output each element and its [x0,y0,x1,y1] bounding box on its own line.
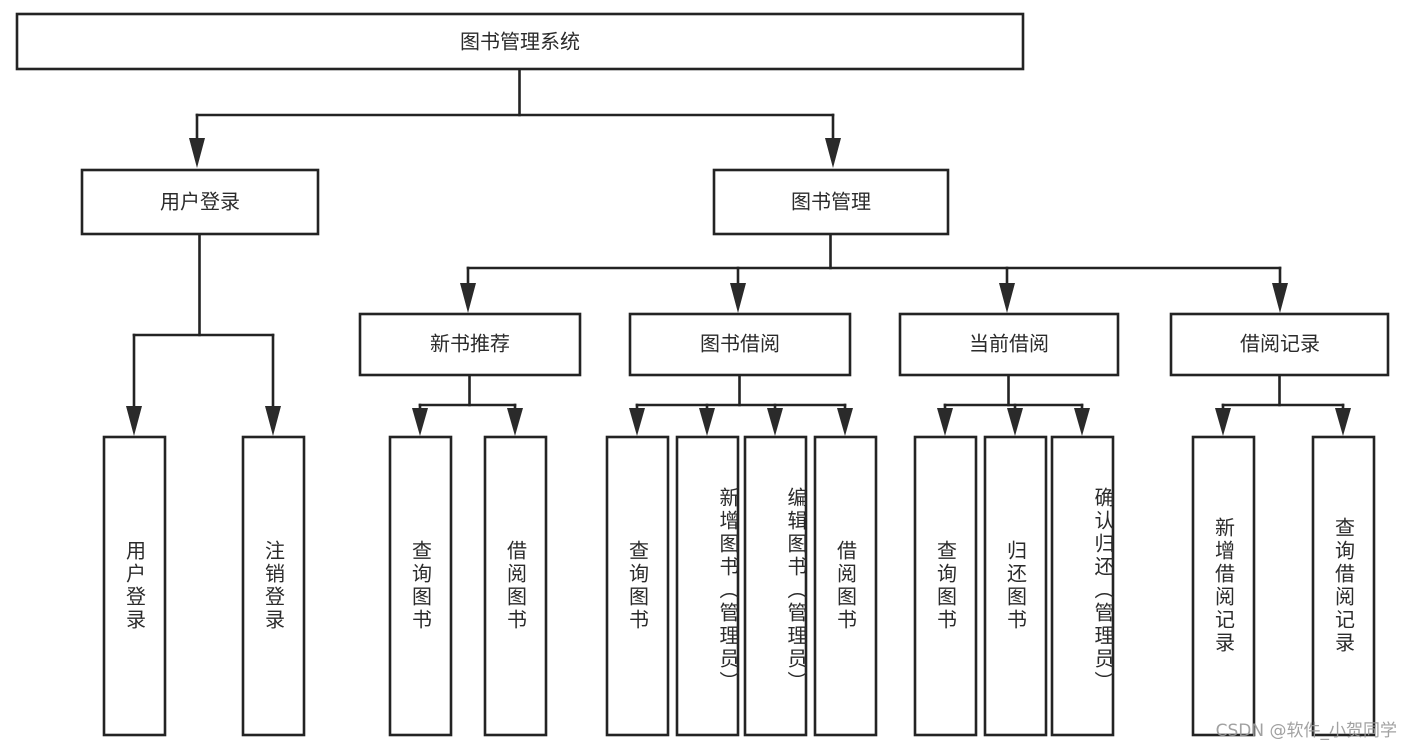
label-leaf-query-book-2: 查询图书 [625,540,650,632]
label-leaf-borrow-book-1: 借阅图书 [503,540,528,632]
arrow-head-leaf-user-login [126,406,142,436]
node-leaf-user-login[interactable] [102,435,167,737]
node-leaf-confirm-return[interactable] [1050,435,1115,737]
label-leaf-query-record: 查询借阅记录 [1331,517,1356,655]
node-leaf-query-book-3[interactable] [913,435,978,737]
arrow-head-user-login [189,138,205,168]
label-leaf-query-book-1: 查询图书 [408,540,433,632]
node-leaf-borrow-book-2[interactable] [813,435,878,737]
arrow-head-leaf-query-record [1335,408,1351,436]
label-new-book-recommend: 新书推荐 [430,332,510,356]
node-leaf-return-book[interactable] [983,435,1048,737]
arrow-head-leaf-query-book-2 [629,408,645,436]
arrow-head-book-manage [825,138,841,168]
node-new-book-recommend[interactable] [358,312,582,377]
arrow-head-leaf-query-book-1 [412,408,428,436]
node-leaf-add-book[interactable] [675,435,740,737]
node-root[interactable] [15,12,1025,71]
arrow-head-borrow-record [1272,283,1288,313]
node-leaf-add-record[interactable] [1191,435,1256,737]
arrow-head-leaf-return-book [1007,408,1023,436]
node-leaf-user-logout[interactable] [241,435,306,737]
label-leaf-user-logout: 注销登录 [261,540,286,632]
label-leaf-add-book: 新增图书（管理员） [716,486,740,694]
arrow-head-book-borrow [730,283,746,313]
label-user-login: 用户登录 [160,190,240,214]
arrow-head-leaf-user-logout [265,406,281,436]
label-leaf-confirm-return: 确认归还（管理员） [1091,486,1115,694]
node-box-group [15,12,1390,737]
label-leaf-borrow-book-2: 借阅图书 [833,540,858,632]
label-leaf-query-book-3: 查询图书 [933,540,958,632]
node-book-manage[interactable] [712,168,950,236]
label-book-borrow: 图书借阅 [700,332,780,356]
arrow-head-leaf-borrow-book-1 [507,408,523,436]
node-leaf-query-book-1[interactable] [388,435,453,737]
label-book-manage: 图书管理 [791,190,871,214]
arrow-head-leaf-add-book [699,408,715,436]
connector-group [126,67,1351,436]
label-borrow-record: 借阅记录 [1240,332,1320,356]
horizontal-label-group: 图书管理系统 用户登录 图书管理 新书推荐 图书借阅 当前借阅 借阅记录 [160,30,1320,356]
node-leaf-query-record[interactable] [1311,435,1376,737]
node-leaf-edit-book[interactable] [743,435,808,737]
node-book-borrow[interactable] [628,312,852,377]
label-leaf-return-book: 归还图书 [1003,540,1028,632]
node-borrow-record[interactable] [1169,312,1390,377]
node-current-borrow[interactable] [898,312,1120,377]
watermark-text: CSDN @软件_小贺同学 [1215,721,1397,741]
node-leaf-borrow-book-1[interactable] [483,435,548,737]
arrow-head-leaf-add-record [1215,408,1231,436]
label-leaf-edit-book: 编辑图书（管理员） [784,486,808,694]
node-user-login[interactable] [80,168,320,236]
arrow-head-current-borrow [999,283,1015,313]
arrow-head-new-book-recommend [460,283,476,313]
arrow-head-leaf-query-book-3 [937,408,953,436]
label-current-borrow: 当前借阅 [969,332,1049,356]
node-leaf-query-book-2[interactable] [605,435,670,737]
label-root: 图书管理系统 [460,30,580,54]
label-leaf-user-login: 用户登录 [122,540,147,632]
arrow-head-leaf-borrow-book-2 [837,408,853,436]
arrow-head-leaf-confirm-return [1074,408,1090,436]
arrow-head-leaf-edit-book [767,408,783,436]
label-leaf-add-record: 新增借阅记录 [1211,517,1236,655]
